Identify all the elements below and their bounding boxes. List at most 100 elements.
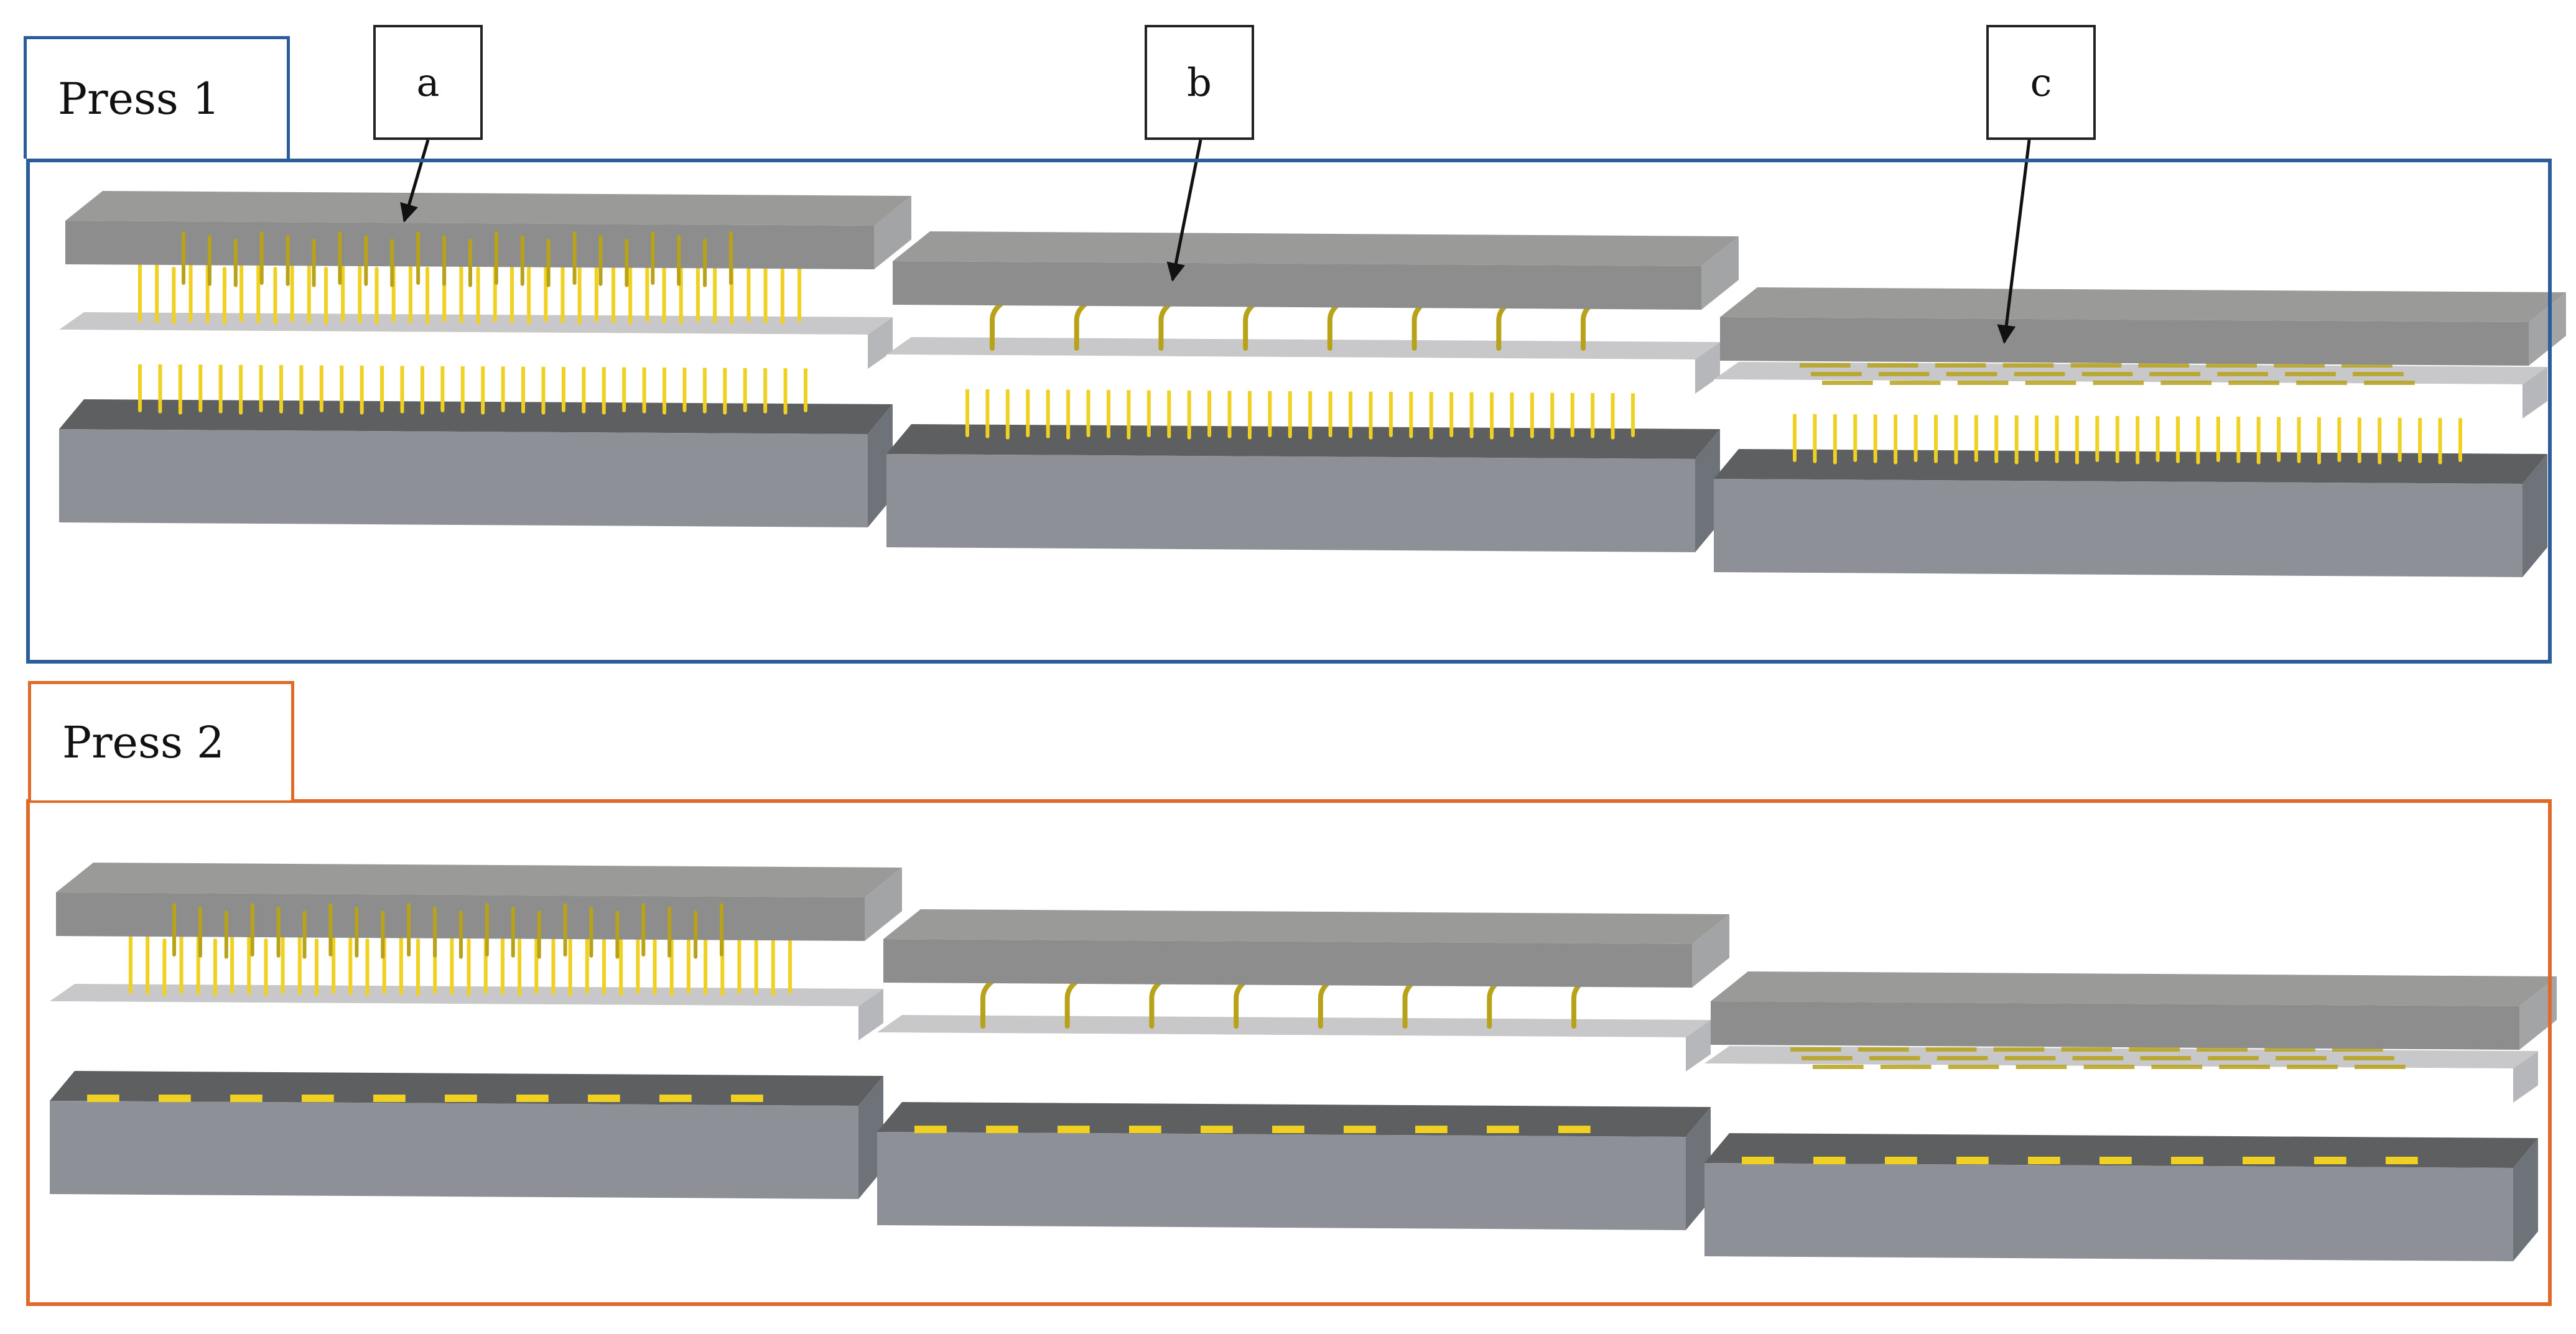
press-2-flat-flat-pins-segment [1790,1047,1841,1052]
press-2-pins-middle-sheet [50,984,883,1040]
arrow-down-icon [400,139,430,223]
press-2-flat-bottom-contacts-dash [2314,1157,2346,1164]
press-2-bent-bottom-contacts-dash [1487,1126,1519,1133]
press-2-pins-bottom-contacts [87,1095,763,1102]
press-2-flat-bottom-contacts-dash [2028,1157,2060,1164]
press-2-bent-bottom-contacts-dash [914,1126,947,1133]
press-2-pins-top-plate-side [865,868,902,941]
press-2-flat-bottom-contacts-dash [1956,1157,1989,1164]
press-1-bent-top-plate-front [893,261,1701,310]
press-1-flat-assembly [1714,287,2566,577]
press-2-flat-flat-pins-segment [1925,1047,1977,1052]
press-2-flat-bottom-contacts-dash [2171,1157,2203,1164]
press-1-bent-assembly [886,231,1739,552]
press-1-flat-flat-pins-segment [1811,372,1862,376]
press-1-label-text: Press 1 [58,73,220,124]
press-2-bent-middle-sheet-front [877,1032,1686,1072]
press-2-label-text: Press 2 [62,716,225,768]
press-1-flat-flat-pins [1788,354,2415,385]
press-1-flat-flat-pins-segment [1889,381,1941,385]
press-2-pins-bottom-contacts-dash [159,1095,191,1102]
press-1-label: Press 1 [24,36,290,159]
press-2-flat-flat-pins-segment [2197,1047,2248,1052]
press-1-flat-flat-pins-segment [1946,372,1997,376]
press-2-flat-flat-pins-segment [1813,1065,1864,1069]
press-2-flat-flat-pins-segment [1993,1047,2045,1052]
press-2-pins-bottom-contacts-dash [87,1095,119,1102]
press-2-flat-bottom-contacts [1742,1157,2418,1164]
arrow-down-icon [1166,139,1202,282]
press-1-bent-middle-sheet-front [886,354,1695,394]
press-1-flat-flat-pins-segment [1878,372,1930,376]
press-2-flat-bottom-contacts-dash [2099,1157,2132,1164]
press-2-flat-base-plate-side [2513,1138,2538,1261]
press-2-bent-bottom-contacts-dash [986,1126,1018,1133]
press-2-flat-top-plate-side [2519,976,2557,1050]
press-2-flat-flat-pins-segment [2083,1065,2135,1069]
press-1-pins-middle-sheet-front [59,330,868,369]
press-2-flat-flat-pins-segment [2219,1065,2270,1069]
press-1-flat-flat-pins-segment [2296,381,2347,385]
press-1-flat-top-plate-side [2529,292,2566,366]
press-1-bent-middle-sheet [886,337,1720,394]
step-label-c: c [1986,25,2096,140]
press-1-flat-top-plate-top [1720,287,2566,322]
press-1-bent-middle-sheet-side [1695,342,1720,394]
press-2-flat-flat-pins-segment [2343,1056,2394,1060]
press-1-bent-base-plate-front [886,454,1695,552]
press-2-flat-flat-pins-segment [2061,1047,2113,1052]
press-2-flat-middle-sheet-side [2513,1051,2538,1103]
press-1-pins-top-plate-side [874,196,911,269]
press-1-flat-flat-pins-segment [1800,363,1851,368]
press-1-flat-flat-pins-segment [1957,381,2009,385]
press-2-bent-top-plate-side [1692,914,1729,988]
press-2-flat-top-plate-top [1711,971,2557,1006]
press-2-flat-bottom-contacts-dash [1885,1157,1917,1164]
press-1-flat-flat-pins-segment [2341,363,2392,368]
press-1-flat-flat-pins-segment [2353,372,2404,376]
press-2-flat-flat-pins-segment [1937,1056,1988,1060]
press-1-flat-flat-pins-segment [1867,363,1918,368]
press-1-bent-top-plate [893,231,1739,310]
press-2-bent-bottom-contacts-dash [1272,1126,1304,1133]
press-2-pins-bottom-contacts-dash [373,1095,406,1102]
press-2-flat-flat-pins-segment [2276,1056,2327,1060]
press-1-flat-middle-sheet-front [1714,379,2523,419]
press-1-pins-middle-sheet-top [59,312,893,335]
press-1-bent-middle-sheet-top [886,337,1720,359]
press-2-flat-top-plate [1711,971,2557,1050]
press-2-pins-bottom-contacts-dash [659,1095,692,1102]
press-2-pins-base-plate-front [50,1101,858,1199]
press-2-bent-bottom-contacts-dash [1558,1126,1591,1133]
press-1-flat-flat-pins-segment [2070,363,2122,368]
press-1-flat-flat-pins-segment [2138,363,2190,368]
press-2-flat-flat-pins-segment [2072,1056,2124,1060]
press-2-bent-top-plate-front [883,939,1692,988]
press-2-bent-bottom-contacts-dash [1344,1126,1376,1133]
press-2-label: Press 2 [28,681,294,800]
press-2-flat-bottom-contacts-dash [2243,1157,2275,1164]
press-1-pins-upper-pin-tips [182,231,733,287]
press-2-bent-base-plate-front [877,1132,1686,1230]
press-1-flat-flat-pins-segment [2274,363,2325,368]
press-1-flat-base-plate-side [2523,454,2547,577]
press-1-flat-flat-pins-segment [2025,381,2076,385]
press-2-pins-top-plate-top [56,863,902,897]
press-2-pins-middle-sheet-front [50,1001,858,1040]
press-1-pins-middle-sheet-side [868,317,893,369]
press-1-flat-flat-pins-segment [2014,372,2065,376]
press-1-flat-flat-pins-segment [2285,372,2336,376]
press-2-flat-base-plate-front [1704,1163,2513,1261]
press-2-flat-flat-pins-segment [1880,1065,1932,1069]
press-1-flat-flat-pins-segment [1935,363,1986,368]
press-2-flat-top-plate-front [1711,1001,2519,1050]
press-2-flat-flat-pins-segment [2140,1056,2192,1060]
press-2-flat-flat-pins-segment [1802,1056,1853,1060]
press-2-flat-flat-pins-segment [1948,1065,1999,1069]
press-2-bent-bottom-contacts-dash [1201,1126,1233,1133]
press-2-pins-middle-sheet-side [858,989,883,1040]
press-2-pins-middle-sheet-top [50,984,883,1006]
press-1-pins-top-plate-top [65,191,911,226]
press-2-flat-flat-pins-segment [2208,1056,2259,1060]
press-2-flat-flat-pins-segment [2129,1047,2180,1052]
